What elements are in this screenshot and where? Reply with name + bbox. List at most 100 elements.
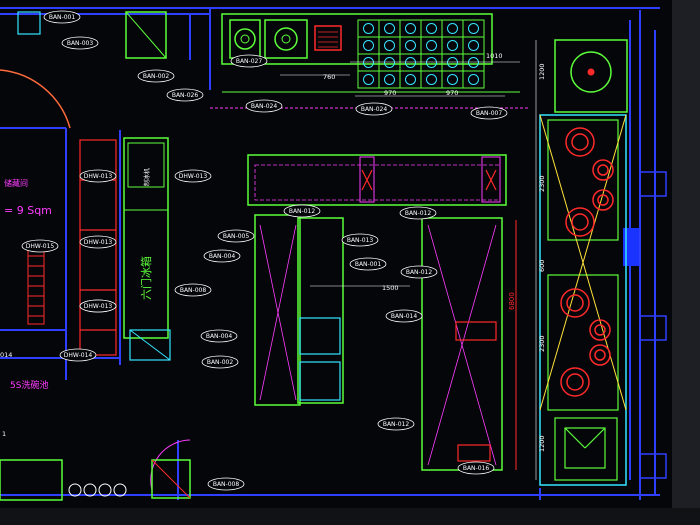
tag-bubble <box>385 309 423 323</box>
steamer-basket <box>447 23 458 34</box>
island-x-marks <box>361 169 497 191</box>
tag-bubble <box>341 233 379 247</box>
steamer-basket <box>405 57 416 68</box>
tag-text: BAN-004 <box>209 253 236 260</box>
dimension-text: 1200 <box>538 435 546 452</box>
structural-column <box>623 228 639 266</box>
tag-bubble <box>200 329 238 343</box>
grill-grate <box>318 31 338 48</box>
equipment-tag: BAN-007 <box>470 106 508 120</box>
equipment-tag: DHW-015 <box>21 239 59 253</box>
equipment-tag: BAN-013 <box>341 233 379 247</box>
steamer-basket <box>468 74 479 85</box>
window-box <box>639 453 667 479</box>
tag-text: BAN-004 <box>206 333 233 340</box>
steamer-basket <box>468 57 479 68</box>
dimension-text: 970 <box>384 89 396 97</box>
sink-icon <box>129 329 171 361</box>
steamer-basket <box>363 40 374 51</box>
dimension-text: 2300 <box>538 175 546 192</box>
tag-text: DHW-013 <box>179 173 208 180</box>
tag-bubble <box>207 477 245 491</box>
tag-text: BAN-005 <box>223 233 250 240</box>
bottom-counter <box>0 459 63 501</box>
tag-text: BAN-012 <box>289 208 316 215</box>
tag-bubble <box>349 257 387 271</box>
tag-text: BAN-008 <box>180 287 207 294</box>
tag-bubble <box>21 239 59 253</box>
tag-text: BAN-003 <box>67 40 94 47</box>
edge-label: 014 <box>0 351 12 359</box>
steamer-basket <box>405 74 416 85</box>
tag-bubble <box>399 206 437 220</box>
tag-text: BAN-026 <box>172 92 199 99</box>
window-box <box>639 315 667 341</box>
equipment-tag: BAN-004 <box>203 249 241 263</box>
equipment-tag: BAN-026 <box>166 88 204 102</box>
steamer-basket <box>468 40 479 51</box>
equipment-tag: DHW-013 <box>79 169 117 183</box>
equipment-tag: BAN-012 <box>283 204 321 218</box>
corner-sink <box>17 11 41 35</box>
tag-text: BAN-001 <box>355 261 382 268</box>
room-name-label: 储藏间 <box>4 178 28 188</box>
dimension-text: 1200 <box>538 63 546 80</box>
steamer-basket <box>426 74 437 85</box>
tag-bubble <box>377 417 415 431</box>
equipment-tags: BAN-001BAN-003BAN-002BAN-026BAN-027BAN-0… <box>21 10 508 491</box>
equipment-tag: BAN-005 <box>217 229 255 243</box>
steamer-basket <box>363 23 374 34</box>
equipment-tag: DHW-013 <box>79 235 117 249</box>
tag-text: BAN-012 <box>406 269 433 276</box>
tag-bubble <box>79 169 117 183</box>
tag-bubble <box>43 10 81 24</box>
screen-edge-bottom <box>0 508 700 525</box>
edge-label: 1 <box>2 430 6 438</box>
fridge-label: 六门冰箱 <box>139 256 153 300</box>
tag-bubble <box>166 88 204 102</box>
tag-text: BAN-024 <box>251 103 278 110</box>
equipment-tag: BAN-003 <box>61 36 99 50</box>
tag-text: BAN-012 <box>405 210 432 217</box>
equipment-tag: BAN-012 <box>377 417 415 431</box>
equipment-tag: BAN-001 <box>349 257 387 271</box>
equipment-tag: BAN-008 <box>207 477 245 491</box>
tag-text: BAN-002 <box>207 359 234 366</box>
equipment-tag: DHW-013 <box>174 169 212 183</box>
tag-text: BAN-008 <box>213 481 240 488</box>
steamer-basket <box>405 40 416 51</box>
tag-bubble <box>217 229 255 243</box>
steamer-grid <box>357 19 485 89</box>
dimension-text: 2300 <box>538 335 546 352</box>
tag-bubble <box>470 106 508 120</box>
tag-bubble <box>283 204 321 218</box>
steamer-basket <box>468 23 479 34</box>
tag-bubble <box>203 249 241 263</box>
tag-bubble <box>79 299 117 313</box>
tag-bubble <box>137 69 175 83</box>
steamer-basket <box>363 57 374 68</box>
equipment-tag: DHW-013 <box>79 299 117 313</box>
tag-text: BAN-014 <box>391 313 418 320</box>
equipment-tag: BAN-024 <box>245 99 283 113</box>
bottom-burners <box>68 483 127 497</box>
equipment-tag: BAN-002 <box>137 69 175 83</box>
equipment-tag: BAN-012 <box>400 265 438 279</box>
tag-bubble <box>457 461 495 475</box>
steamer-basket <box>426 57 437 68</box>
tag-text: BAN-002 <box>143 73 170 80</box>
bottom-sink <box>151 459 191 499</box>
burner-icon <box>229 19 308 59</box>
tag-text: DHW-013 <box>84 173 113 180</box>
wall-cabinet <box>125 11 167 59</box>
steamer-cell <box>462 70 485 89</box>
steamer-basket <box>363 74 374 85</box>
screen-edge-right <box>672 0 700 525</box>
tag-bubble <box>201 355 239 369</box>
equipment-tag: BAN-014 <box>385 309 423 323</box>
tag-bubble <box>230 54 268 68</box>
tag-text: BAN-007 <box>476 110 503 117</box>
dimension-text: 6800 <box>508 292 516 310</box>
